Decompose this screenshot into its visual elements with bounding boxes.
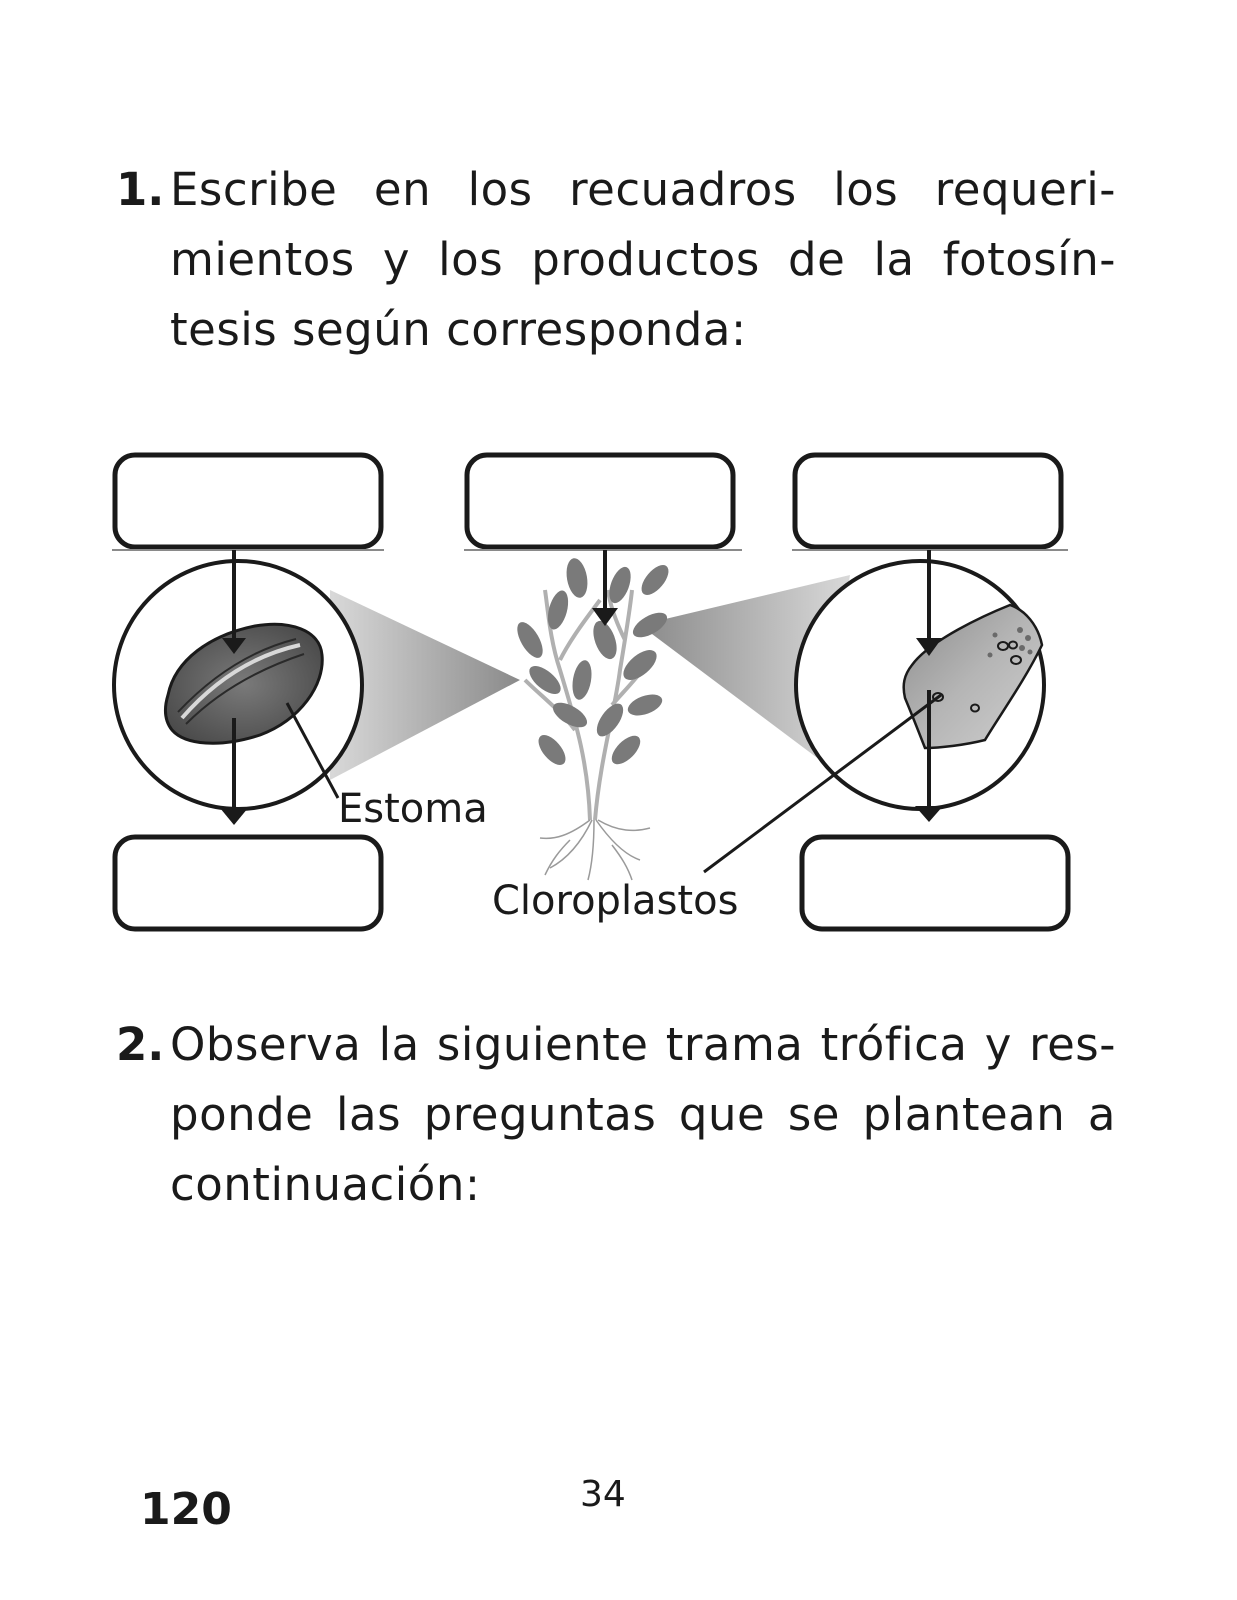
chloroplast-label: Cloroplastos bbox=[492, 878, 738, 924]
requirement-box-center[interactable] bbox=[464, 452, 736, 550]
question-1-text: Escribe en los recuadros los requeri- mi… bbox=[170, 155, 1116, 365]
question-1-number: 1. bbox=[116, 163, 165, 216]
requirement-box-left[interactable] bbox=[112, 452, 384, 550]
stoma-label: Estoma bbox=[338, 786, 488, 832]
question-1-line-1: Escribe en los recuadros los requeri- bbox=[170, 163, 1116, 216]
left-magnify-beam bbox=[330, 590, 520, 780]
center-page-number: 34 bbox=[580, 1474, 626, 1515]
stoma-illustration bbox=[163, 622, 324, 745]
question-1-line-3: tesis según corresponda: bbox=[170, 303, 747, 356]
page-number: 120 bbox=[140, 1484, 232, 1535]
requirement-box-right[interactable] bbox=[792, 452, 1064, 550]
product-box-left[interactable] bbox=[112, 834, 384, 932]
question-2-line-2: ponde las preguntas que se plantean a bbox=[170, 1088, 1116, 1141]
product-box-right[interactable] bbox=[799, 834, 1071, 932]
question-2-text: Observa la siguiente trama trófica y res… bbox=[170, 1010, 1116, 1220]
question-2-line-1: Observa la siguiente trama trófica y res… bbox=[170, 1018, 1116, 1071]
question-2-line-3: continuación: bbox=[170, 1158, 481, 1211]
question-2-number: 2. bbox=[116, 1018, 165, 1071]
leaf-cell-illustration bbox=[902, 603, 1044, 750]
plant-illustration bbox=[517, 558, 669, 881]
photosynthesis-diagram: Estoma bbox=[112, 452, 1071, 932]
question-1: 1. Escribe en los recuadros los requeri-… bbox=[116, 155, 1116, 365]
question-2: 2. Observa la siguiente trama trófica y … bbox=[116, 1010, 1116, 1220]
question-1-line-2: mientos y los productos de la fotosín- bbox=[170, 233, 1116, 286]
